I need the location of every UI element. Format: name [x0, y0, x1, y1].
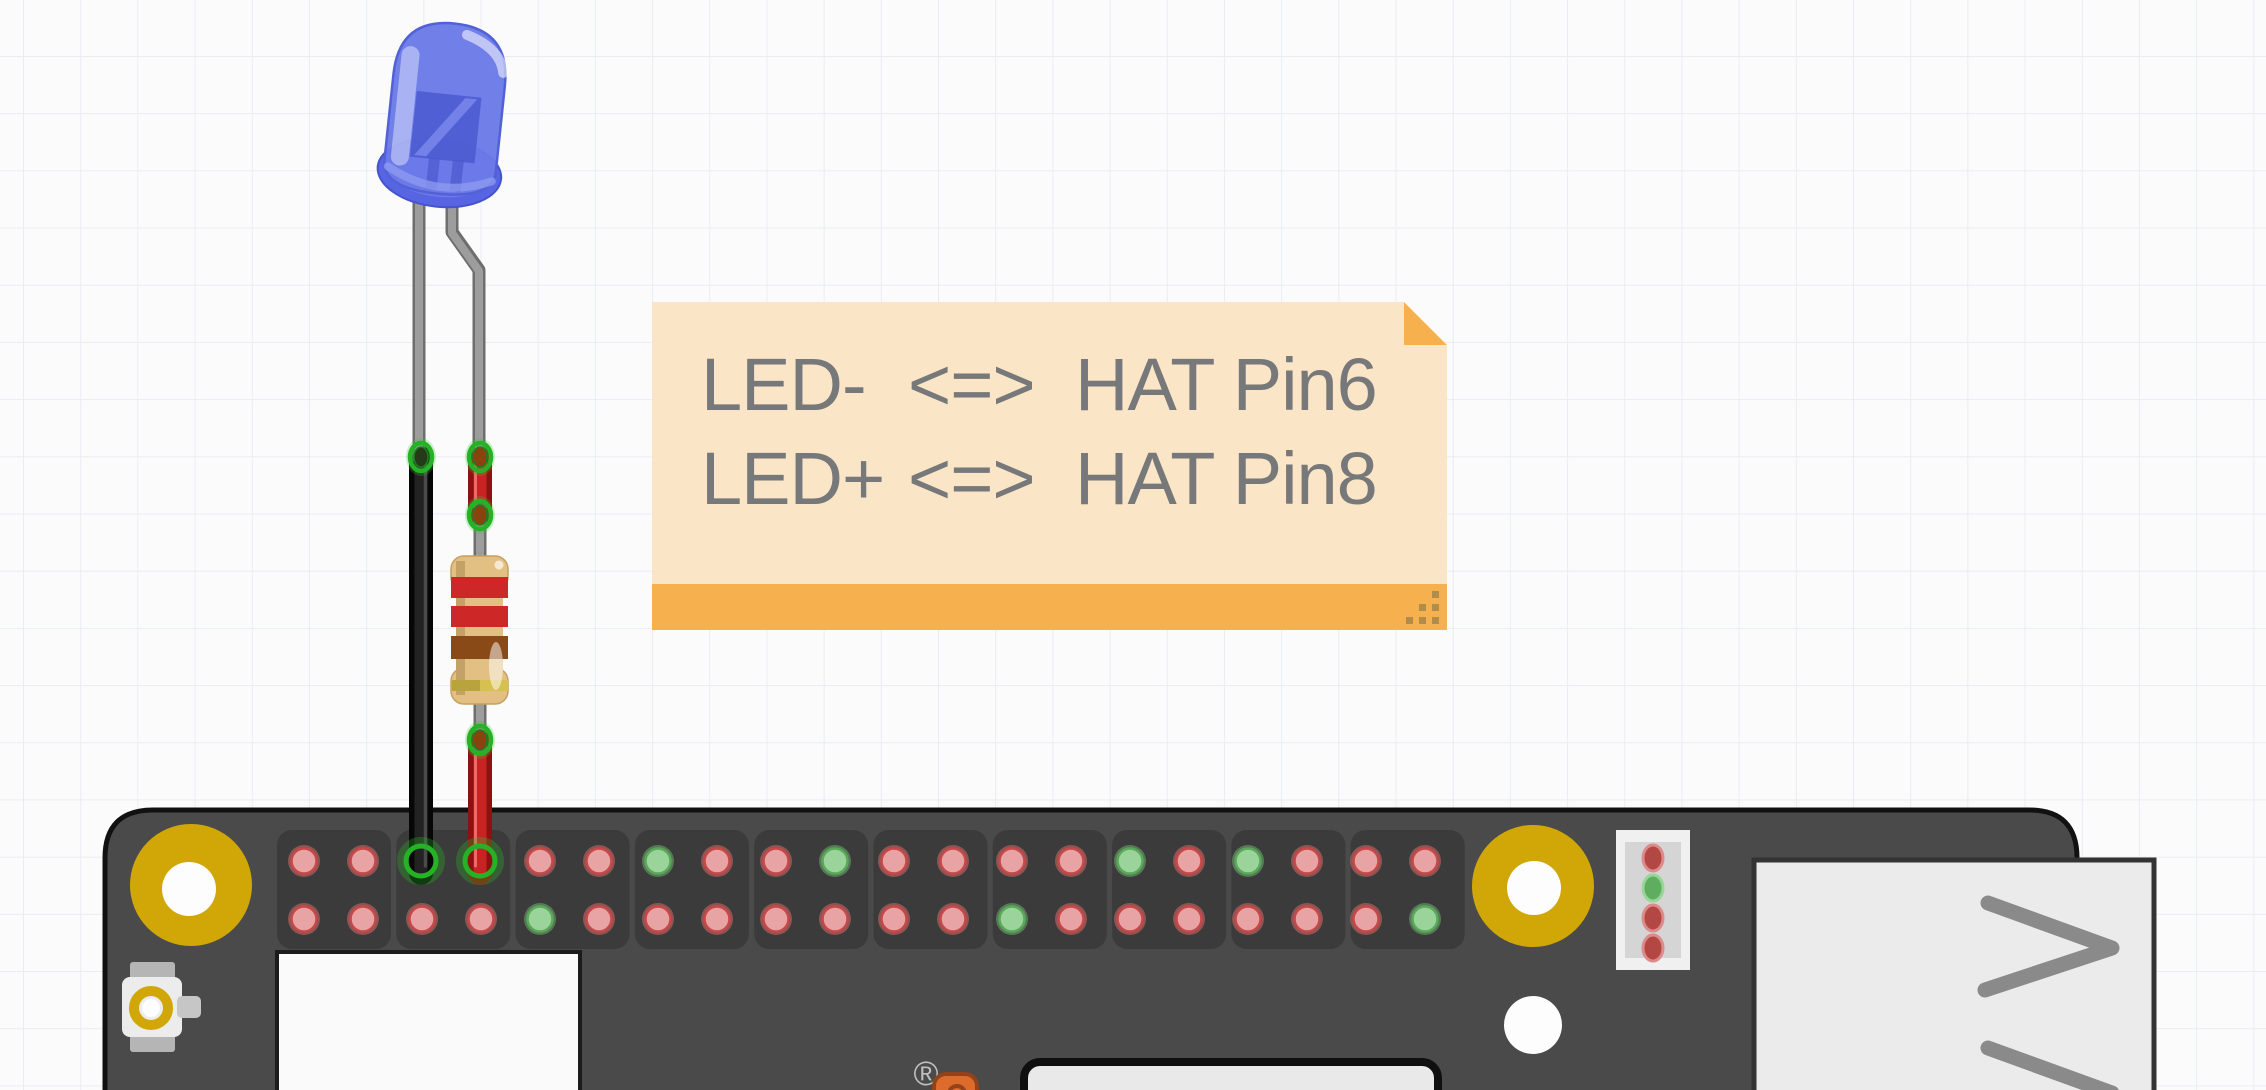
resistor-band-1 — [451, 577, 508, 598]
header-pin-bottom-19[interactable] — [1350, 903, 1382, 935]
header-pin-top-2[interactable] — [347, 845, 379, 877]
aux-pin-2[interactable] — [1641, 873, 1665, 903]
header-pin-top-5[interactable] — [524, 845, 556, 877]
connection-point[interactable] — [465, 721, 495, 759]
connection-point-pin8[interactable] — [456, 837, 504, 885]
header-pin-top-16[interactable] — [1173, 845, 1205, 877]
header-pin-top-11[interactable] — [878, 845, 910, 877]
gpio-pin-grid — [288, 845, 1441, 935]
red-wire-lower[interactable] — [468, 728, 492, 885]
header-pin-bottom-8[interactable] — [701, 903, 733, 935]
usb-contact-icon — [1980, 1040, 2119, 1090]
header-pin-bottom-13[interactable] — [996, 903, 1028, 935]
header-pin-bottom-10[interactable] — [819, 903, 851, 935]
note-pin8-label: HAT Pin8 — [1075, 437, 1378, 520]
sticky-note[interactable]: LED- <=> HAT Pin6 LED+ <=> HAT Pin8 — [652, 302, 1447, 630]
header-pin-bottom-20[interactable] — [1409, 903, 1441, 935]
hdmi-port — [1020, 1058, 1442, 1090]
header-pin-top-6[interactable] — [583, 845, 615, 877]
header-pin-top-10[interactable] — [819, 845, 851, 877]
usb-port — [1751, 857, 2157, 1090]
header-pin-bottom-2[interactable] — [347, 903, 379, 935]
resistor[interactable] — [450, 555, 509, 705]
header-pin-bottom-1[interactable] — [288, 903, 320, 935]
header-pin-top-9[interactable] — [760, 845, 792, 877]
header-pin-bottom-16[interactable] — [1173, 903, 1205, 935]
connection-point[interactable] — [406, 438, 436, 476]
header-pin-bottom-11[interactable] — [878, 903, 910, 935]
aux-pin-header — [1616, 830, 1690, 970]
usb-contact-icon — [1977, 895, 2120, 998]
header-pin-bottom-7[interactable] — [642, 903, 674, 935]
led[interactable] — [374, 17, 517, 213]
note-line-1: LED- <=> HAT Pin6 — [701, 343, 1378, 426]
header-pin-top-20[interactable] — [1409, 845, 1441, 877]
note-mapping-arrow: <=> — [908, 437, 1036, 520]
note-line-2: LED+ <=> HAT Pin8 — [701, 437, 1378, 520]
brand-logo — [932, 1072, 979, 1090]
header-pin-bottom-3[interactable] — [406, 903, 438, 935]
mounting-hole-right — [1472, 825, 1594, 947]
header-pin-bottom-12[interactable] — [937, 903, 969, 935]
header-pin-top-8[interactable] — [701, 845, 733, 877]
mounting-hole-left — [130, 824, 252, 946]
header-pin-top-7[interactable] — [642, 845, 674, 877]
header-pin-top-14[interactable] — [1055, 845, 1087, 877]
header-pin-top-1[interactable] — [288, 845, 320, 877]
sd-slot-box — [275, 950, 582, 1090]
note-led-plus: LED+ — [701, 437, 885, 520]
note-mapping-arrow: <=> — [908, 343, 1036, 426]
header-pin-top-13[interactable] — [996, 845, 1028, 877]
header-pin-bottom-5[interactable] — [524, 903, 556, 935]
sticky-note-footer-bar — [652, 584, 1447, 630]
left-edge-connector — [122, 962, 201, 1052]
header-pin-top-19[interactable] — [1350, 845, 1382, 877]
note-pin6-label: HAT Pin6 — [1075, 343, 1378, 426]
header-pin-bottom-17[interactable] — [1232, 903, 1264, 935]
header-pin-bottom-6[interactable] — [583, 903, 615, 935]
aux-pin-3[interactable] — [1641, 903, 1665, 933]
aux-pin-4[interactable] — [1641, 933, 1665, 963]
header-pin-bottom-4[interactable] — [465, 903, 497, 935]
connection-point[interactable] — [465, 438, 495, 476]
header-pin-top-17[interactable] — [1232, 845, 1264, 877]
resize-grip[interactable] — [1387, 584, 1447, 630]
note-led-minus: LED- — [701, 343, 867, 426]
black-wire[interactable] — [409, 443, 433, 885]
header-pin-top-15[interactable] — [1114, 845, 1146, 877]
resistor-band-4 — [452, 680, 480, 691]
resistor-band-2 — [451, 606, 508, 627]
header-pin-bottom-18[interactable] — [1291, 903, 1323, 935]
header-pin-bottom-9[interactable] — [760, 903, 792, 935]
header-pin-bottom-15[interactable] — [1114, 903, 1146, 935]
header-pin-bottom-14[interactable] — [1055, 903, 1087, 935]
header-pin-top-12[interactable] — [937, 845, 969, 877]
aux-pin-1[interactable] — [1641, 843, 1665, 873]
connection-point-pin6[interactable] — [397, 837, 445, 885]
connection-point[interactable] — [465, 496, 495, 534]
connection-points — [397, 438, 504, 885]
raspberry-pi-board[interactable]: ® — [102, 807, 2157, 1090]
led-leads — [412, 189, 486, 465]
header-pin-top-18[interactable] — [1291, 845, 1323, 877]
board-hole — [1504, 996, 1562, 1054]
